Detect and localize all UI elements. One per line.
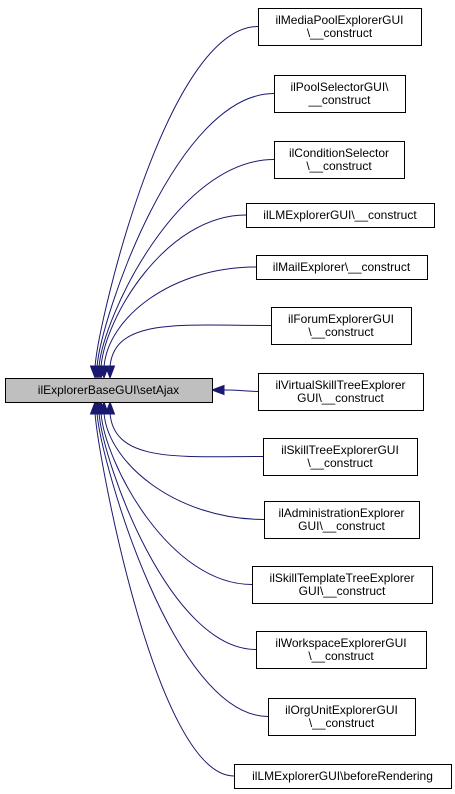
caller-node-box [258,8,422,46]
call-edge-13 [94,412,235,777]
caller-node-7[interactable]: ilVirtualSkillTreeExplorerGUI\__construc… [258,373,424,411]
caller-node-4[interactable]: ilLMExplorerGUI\__construct [246,203,435,228]
call-edge-7 [223,389,259,392]
caller-node-box [271,307,412,345]
node-label-line: ilSkillTreeExplorerGUI [281,443,399,457]
caller-node-box [268,698,416,736]
call-edge-4 [100,214,247,368]
node-label-line: ilLMExplorerGUI\beforeRendering [252,769,433,783]
node-layer: ilExplorerBaseGUI\setAjax ilMediaPoolExpl… [5,8,452,789]
caller-node-box [256,255,428,280]
node-label-line: ilWorkspaceExplorerGUI [275,636,406,650]
arrowhead-7 [210,384,225,396]
call-edge-11 [98,412,257,650]
node-label-line: ilExplorerBaseGUI\setAjax [38,383,179,397]
caller-node-1[interactable]: ilMediaPoolExplorerGUI\__construct [258,8,422,46]
caller-node-11[interactable]: ilWorkspaceExplorerGUI\__construct [256,631,427,669]
node-label-line: GUI\__construct [297,391,384,405]
caller-node-box [274,141,405,179]
node-label-line: ilOrgUnitExplorerGUI [285,703,398,717]
node-label-line: ilAdministrationExplorer [278,506,404,520]
caller-node-box [252,566,433,604]
caller-node-10[interactable]: ilSkillTemplateTreeExplorerGUI\__constru… [252,566,433,604]
source-node[interactable]: ilExplorerBaseGUI\setAjax [5,378,213,403]
caller-node-box [246,203,435,228]
caller-node-box [263,438,418,476]
caller-node-8[interactable]: ilSkillTreeExplorerGUI\__construct [263,438,418,476]
node-label-line: \__construct [308,649,374,663]
edge-layer [89,26,275,777]
caller-node-box [256,631,427,669]
node-label-line: \__construct [309,716,375,730]
caller-node-box [274,75,406,113]
call-edge-6 [109,324,272,368]
call-edge-3 [98,159,275,368]
caller-node-3[interactable]: ilConditionSelector\__construct [274,141,405,179]
call-edge-8 [109,412,264,458]
node-label-line: ilMediaPoolExplorerGUI [275,13,403,27]
node-label-line: ilForumExplorerGUI [288,312,394,326]
node-label-line: __construct [307,93,371,107]
node-label-line: ilLMExplorerGUI\__construct [263,208,417,222]
caller-node-box [234,764,452,789]
node-label-line: ilMailExplorer\__construct [273,260,411,274]
source-node-box [5,378,213,403]
node-label-line: ilVirtualSkillTreeExplorer [275,378,405,392]
caller-node-12[interactable]: ilOrgUnitExplorerGUI\__construct [268,698,416,736]
node-label-line: ilConditionSelector [289,146,389,160]
node-label-line: \__construct [308,325,374,339]
call-edge-10 [100,412,253,585]
node-label-line: GUI\__construct [298,519,385,533]
node-label-line: ilSkillTemplateTreeExplorer [270,571,415,585]
node-label-line: \__construct [307,456,373,470]
call-edge-9 [103,412,265,520]
node-label-line: ilPoolSelectorGUI\ [290,80,389,94]
caller-node-6[interactable]: ilForumExplorerGUI\__construct [271,307,412,345]
caller-node-box [258,373,424,411]
node-label-line: GUI\__construct [299,584,386,598]
caller-node-2[interactable]: ilPoolSelectorGUI\__construct [274,75,406,113]
arrowhead-6 [104,365,116,380]
call-edge-12 [96,412,269,717]
caller-node-box [264,501,420,539]
caller-node-13[interactable]: ilLMExplorerGUI\beforeRendering [234,764,452,789]
node-label-line: \__construct [306,159,372,173]
caller-node-5[interactable]: ilMailExplorer\__construct [256,255,428,280]
call-edge-5 [103,266,257,368]
call-edge-1 [94,26,259,368]
call-edge-2 [96,93,275,368]
node-label-line: \__construct [307,26,373,40]
